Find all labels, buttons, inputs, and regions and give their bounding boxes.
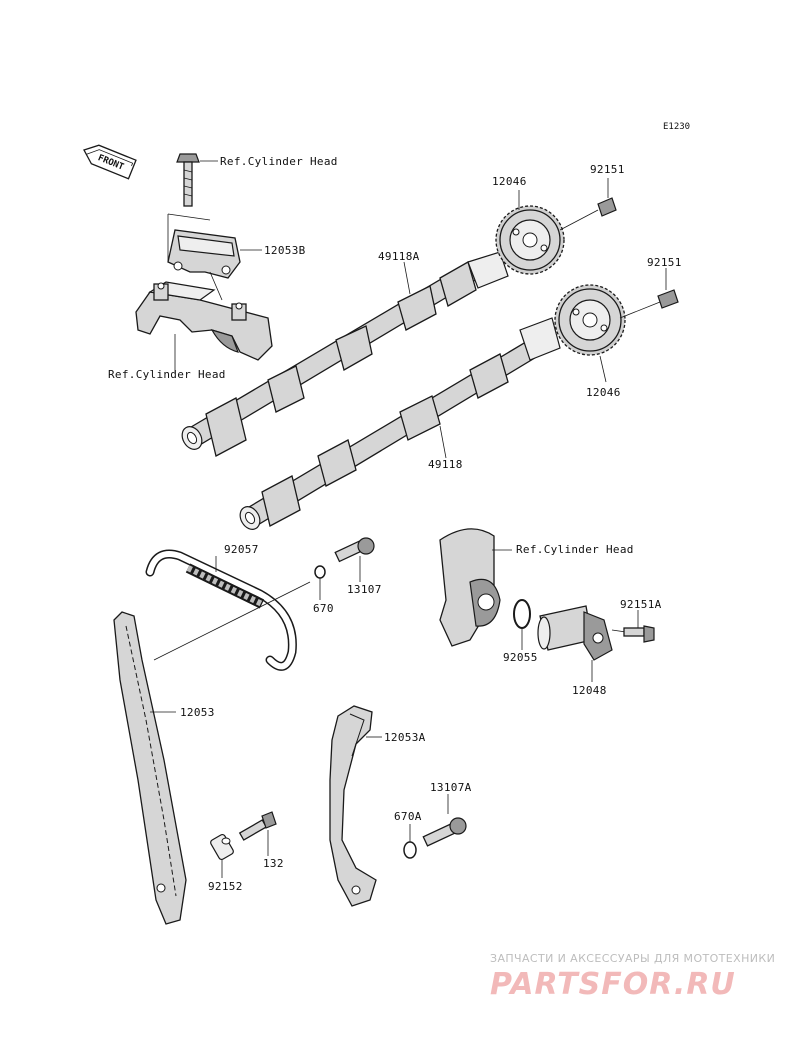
guide-bolt-13107A	[422, 817, 467, 847]
camshaft-cap	[135, 281, 273, 361]
chain-guide-12053	[113, 611, 187, 925]
label-92151-mid: 92151	[647, 256, 682, 269]
label-12046-mid: 12046	[586, 386, 621, 399]
label-670A: 670A	[394, 810, 422, 823]
label-12053: 12053	[180, 706, 215, 719]
label-92151A: 92151A	[620, 598, 662, 611]
label-132: 132	[263, 857, 284, 870]
label-92152: 92152	[208, 880, 243, 893]
watermark-tagline: ЗАПЧАСТИ И АКСЕССУАРЫ ДЛЯ МОТОТЕХНИКИ	[490, 952, 775, 965]
timing-chain-92057	[145, 549, 297, 671]
label-13107: 13107	[347, 583, 382, 596]
bolt-92151-mid	[619, 289, 679, 319]
label-ref-cylinder-head-left: Ref.Cylinder Head	[108, 368, 226, 381]
label-12053A: 12053A	[384, 731, 426, 744]
label-12053B: 12053B	[264, 244, 306, 257]
cylinder-head-section	[439, 528, 501, 647]
guide-bolt-13107	[334, 537, 375, 563]
label-92151-top: 92151	[590, 163, 625, 176]
o-ring-670	[314, 565, 326, 579]
label-49118: 49118	[428, 458, 463, 471]
label-13107A: 13107A	[430, 781, 472, 794]
cam-sprocket-top	[495, 205, 565, 275]
bolt-top-left	[176, 153, 200, 207]
cam-sprocket-mid	[554, 284, 626, 356]
camshaft-49118	[239, 317, 561, 530]
bolt-92151-top	[559, 197, 617, 231]
watermark-logo: PARTSFOR.RU	[490, 967, 736, 1002]
label-12046-top: 12046	[492, 175, 527, 188]
label-ref-cylinder-head-right: Ref.Cylinder Head	[516, 543, 634, 556]
chain-tensioner-12048	[537, 605, 613, 661]
label-ref-cylinder-head-top: Ref.Cylinder Head	[220, 155, 338, 168]
label-670: 670	[313, 602, 334, 615]
label-92055: 92055	[503, 651, 538, 664]
diagram-code: E1230	[663, 122, 690, 132]
o-ring-670A	[403, 841, 417, 859]
label-49118A: 49118A	[378, 250, 420, 263]
bolt-92151A	[611, 625, 655, 643]
o-ring-92055	[513, 599, 531, 629]
chain-guide-12053A	[329, 705, 377, 907]
collar-92152	[210, 833, 234, 861]
chain-guide-12053B	[167, 229, 241, 279]
front-arrow-icon: FRONT	[83, 144, 137, 180]
camshaft-49118A	[181, 251, 509, 457]
bolt-132	[238, 811, 277, 841]
label-12048: 12048	[572, 684, 607, 697]
label-92057: 92057	[224, 543, 259, 556]
